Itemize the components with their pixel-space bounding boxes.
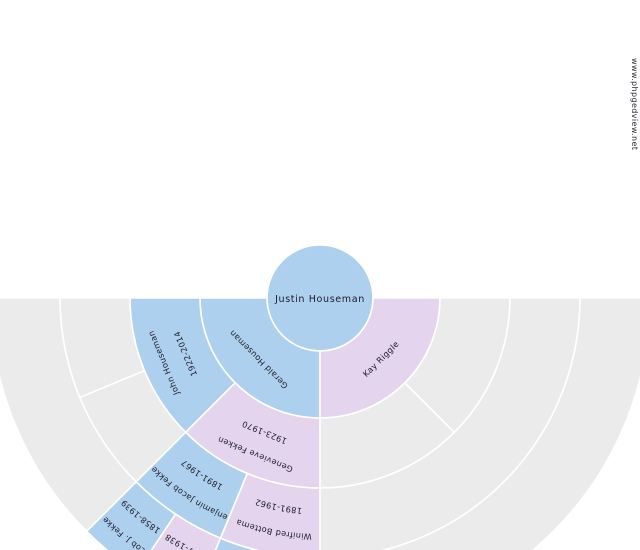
fan-segment[interactable]	[137, 513, 222, 550]
watermark-label: www.phpgedview.net	[630, 58, 639, 151]
fan-segment-empty	[380, 297, 640, 550]
fan-segment[interactable]	[85, 480, 177, 550]
fan-segment[interactable]	[194, 537, 270, 550]
fan-label-center: Justin Houseman	[274, 294, 365, 305]
